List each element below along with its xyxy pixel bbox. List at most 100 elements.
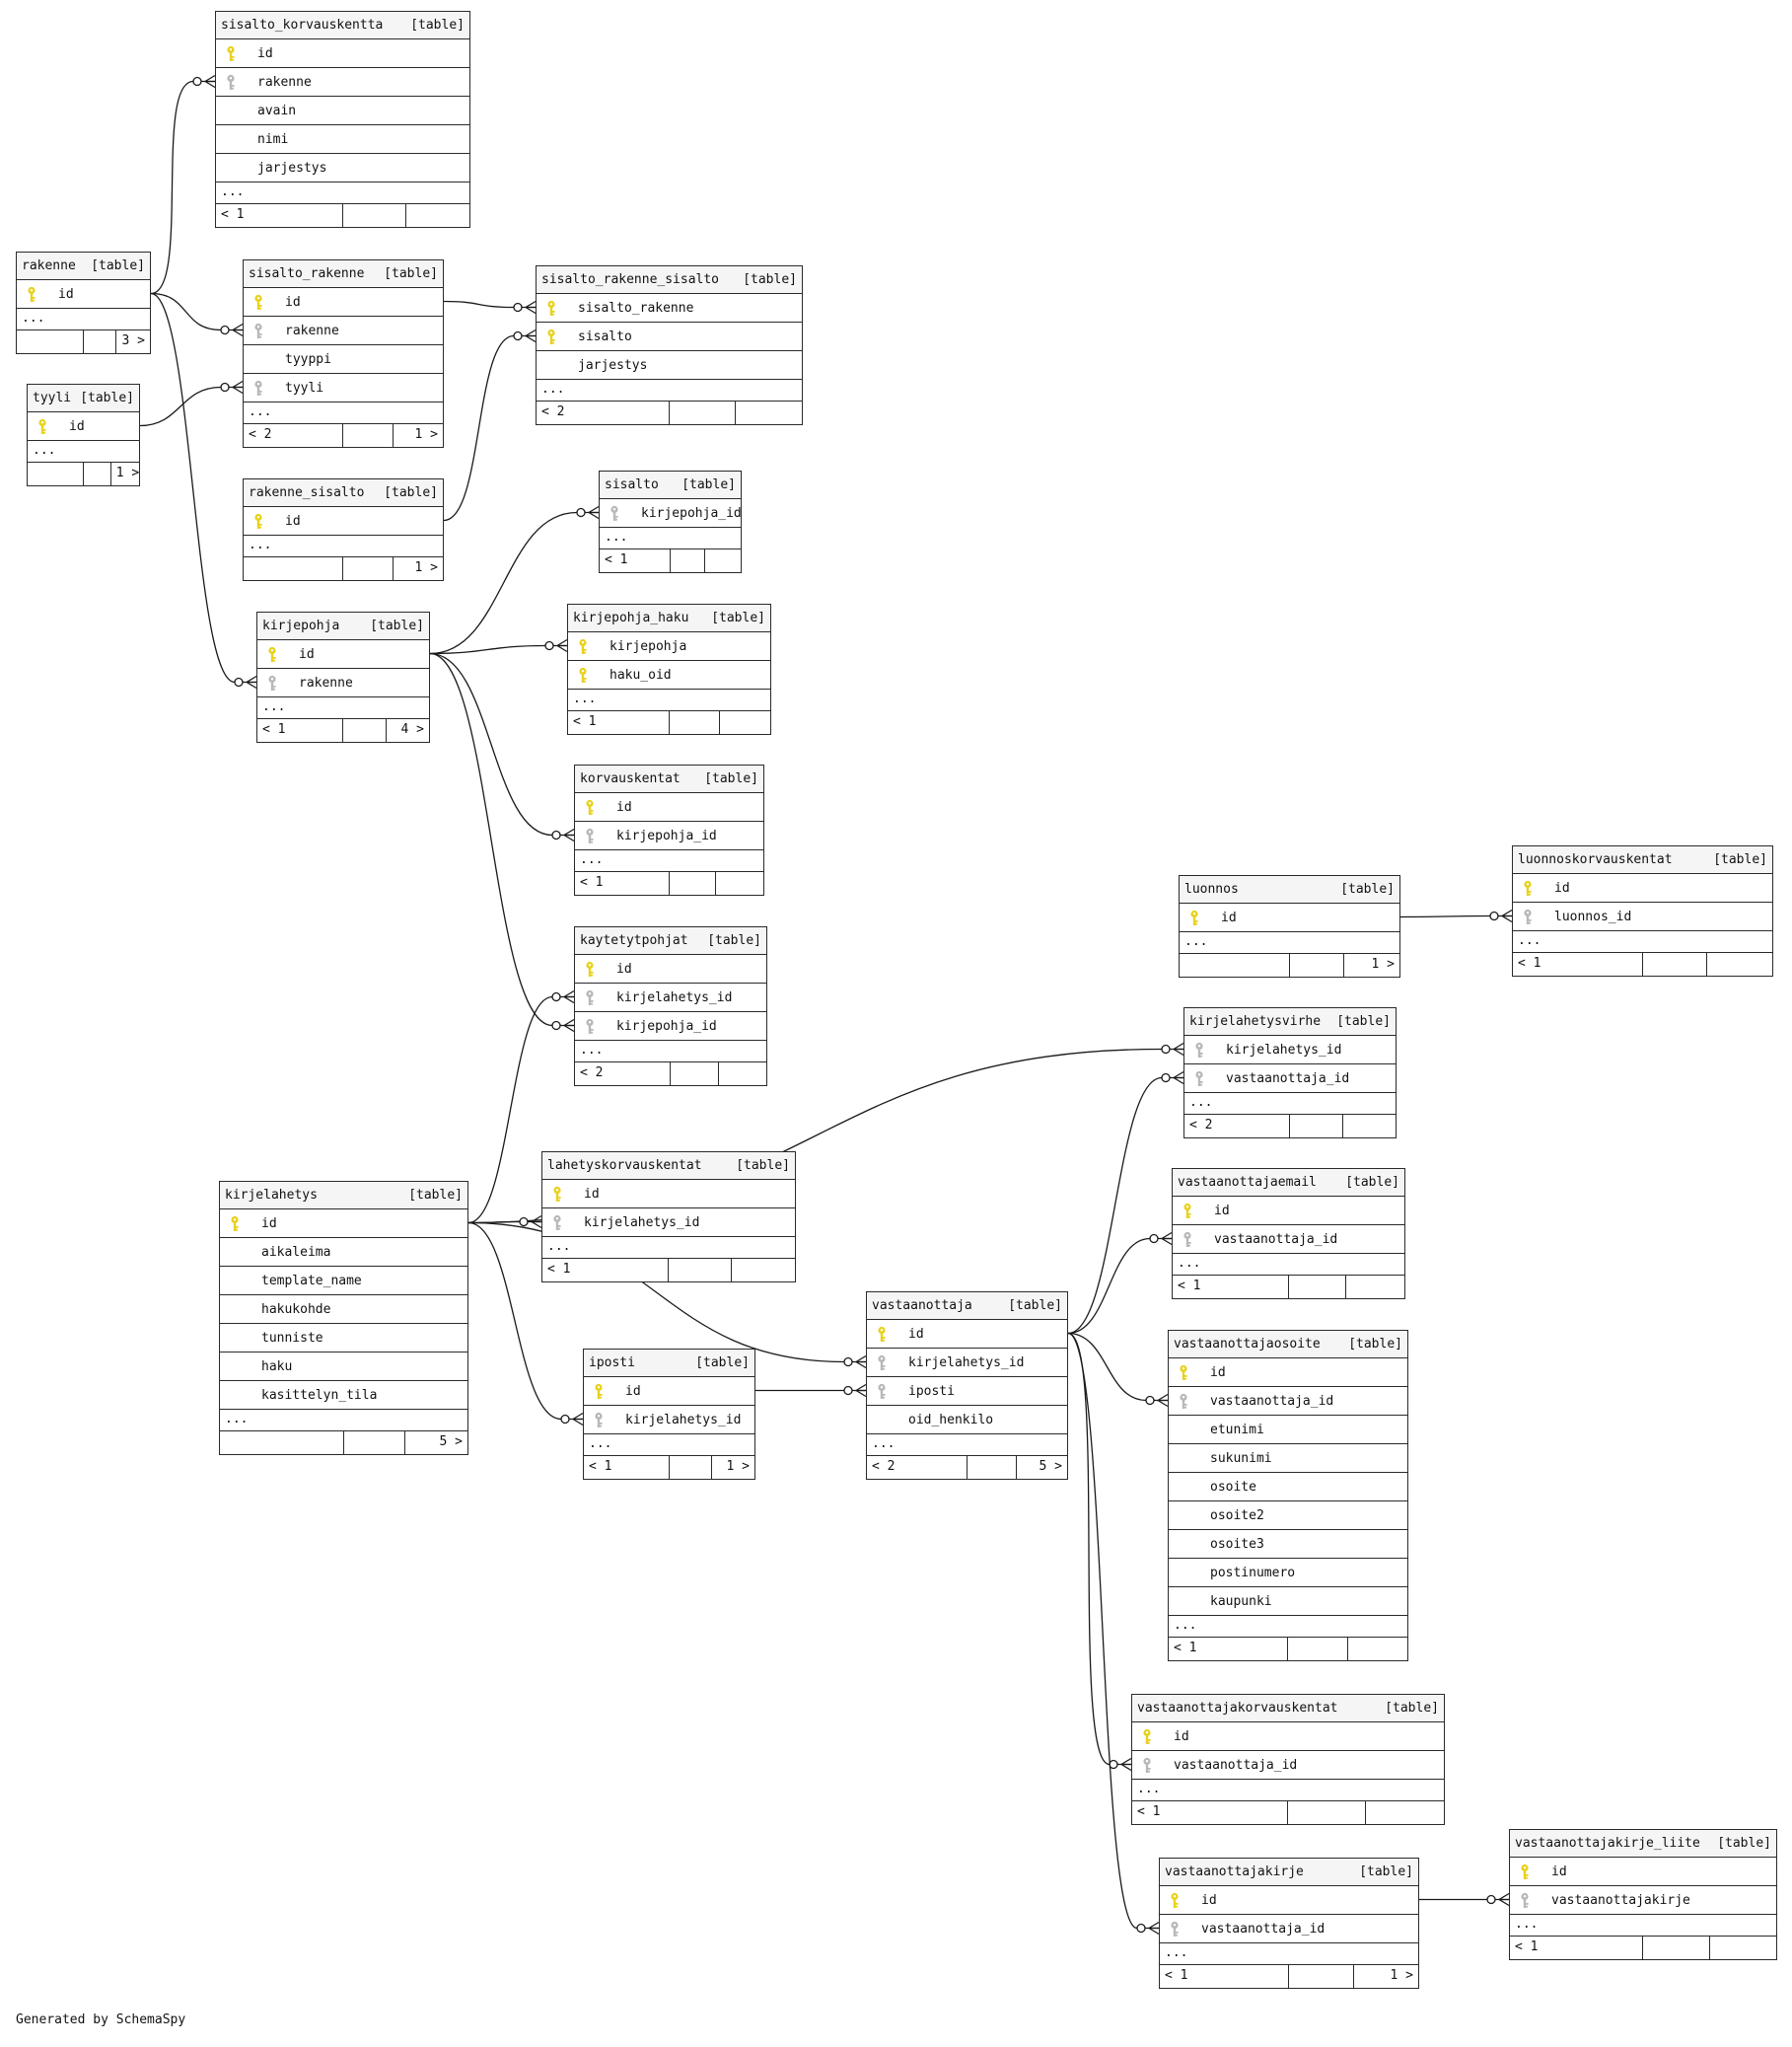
column-row[interactable]: avain	[216, 97, 469, 125]
column-row[interactable]: template_name	[220, 1267, 467, 1295]
column-row[interactable]: id	[17, 280, 150, 309]
column-row[interactable]: osoite3	[1169, 1530, 1407, 1559]
column-row[interactable]: nimi	[216, 125, 469, 154]
column-row[interactable]: sisalto	[537, 323, 802, 351]
column-row[interactable]: hakukohde	[220, 1295, 467, 1324]
table-rakenne-sisalto[interactable]: rakenne_sisalto[table]id...1 >	[243, 478, 444, 581]
column-row[interactable]: id	[1173, 1197, 1404, 1225]
table-sisalto[interactable]: sisalto[table]kirjepohja_id...< 1	[599, 471, 742, 573]
column-row[interactable]: kirjelahetys_id	[575, 984, 766, 1012]
column-row[interactable]: vastaanottaja_id	[1169, 1387, 1407, 1416]
column-row[interactable]: kirjepohja	[568, 632, 770, 661]
column-row[interactable]: kirjelahetys_id	[1184, 1036, 1396, 1064]
column-row[interactable]: rakenne	[216, 68, 469, 97]
primary-key-icon	[878, 1326, 886, 1342]
column-row[interactable]: kirjelahetys_id	[542, 1208, 795, 1237]
column-row[interactable]: tunniste	[220, 1324, 467, 1352]
table-header: kirjepohja_haku[table]	[568, 605, 770, 632]
column-row[interactable]: id	[220, 1209, 467, 1238]
column-row[interactable]: sukunimi	[1169, 1444, 1407, 1473]
table-kind-label: [table]	[1008, 1298, 1062, 1313]
column-row[interactable]: rakenne	[244, 317, 443, 345]
column-row[interactable]: kirjelahetys_id	[867, 1349, 1067, 1377]
column-row[interactable]: postinumero	[1169, 1559, 1407, 1587]
column-row[interactable]: kirjelahetys_id	[584, 1406, 754, 1434]
table-tyyli[interactable]: tyyli[table]id...1 >	[27, 384, 140, 486]
column-row[interactable]: luonnos_id	[1513, 903, 1772, 931]
table-header: sisalto_rakenne[table]	[244, 260, 443, 288]
table-sisalto-rakenne-sisalto[interactable]: sisalto_rakenne_sisalto[table]sisalto_ra…	[536, 265, 803, 425]
column-row[interactable]: id	[575, 793, 763, 822]
column-row[interactable]: id	[1513, 874, 1772, 903]
column-name: id	[1174, 1728, 1189, 1744]
column-row[interactable]: rakenne	[257, 669, 429, 697]
column-row[interactable]: haku	[220, 1352, 467, 1381]
column-row[interactable]: kirjepohja_id	[600, 499, 742, 528]
column-row[interactable]: id	[244, 507, 443, 536]
column-row[interactable]: kasittelyn_tila	[220, 1381, 467, 1410]
column-row[interactable]: id	[1132, 1722, 1444, 1751]
column-row[interactable]: vastaanottaja_id	[1173, 1225, 1404, 1254]
column-row[interactable]: vastaanottajakirje	[1510, 1886, 1776, 1915]
parent-count: < 2	[1184, 1115, 1290, 1137]
column-row[interactable]: id	[867, 1320, 1067, 1349]
column-name: osoite2	[1210, 1507, 1264, 1523]
column-row[interactable]: id	[216, 39, 469, 68]
crows-foot-marker	[204, 74, 216, 89]
column-row[interactable]: etunimi	[1169, 1416, 1407, 1444]
column-row[interactable]: id	[1160, 1886, 1418, 1915]
column-row[interactable]: id	[1510, 1858, 1776, 1886]
column-row[interactable]: id	[542, 1180, 795, 1208]
column-row[interactable]: kirjepohja_id	[575, 1012, 766, 1041]
column-row[interactable]: id	[1169, 1358, 1407, 1387]
column-row[interactable]: jarjestys	[216, 154, 469, 183]
column-row[interactable]: jarjestys	[537, 351, 802, 380]
table-name: vastaanottajaemail	[1178, 1175, 1317, 1190]
column-row[interactable]: id	[584, 1377, 754, 1406]
table-name: kirjelahetys	[225, 1188, 318, 1203]
column-row[interactable]: haku_oid	[568, 661, 770, 690]
column-row[interactable]: id	[257, 640, 429, 669]
column-row[interactable]: osoite2	[1169, 1501, 1407, 1530]
column-row[interactable]: id	[244, 288, 443, 317]
column-row[interactable]: aikaleima	[220, 1238, 467, 1267]
column-row[interactable]: tyyli	[244, 374, 443, 402]
column-row[interactable]: tyyppi	[244, 345, 443, 374]
column-row[interactable]: vastaanottaja_id	[1184, 1064, 1396, 1093]
child-count: 1 >	[414, 560, 438, 575]
column-row[interactable]: vastaanottaja_id	[1160, 1915, 1418, 1943]
column-row[interactable]: osoite	[1169, 1473, 1407, 1501]
column-row[interactable]: vastaanottaja_id	[1132, 1751, 1444, 1780]
column-row[interactable]: sisalto_rakenne	[537, 294, 802, 323]
more-columns-indicator: ...	[216, 183, 469, 204]
column-row[interactable]: id	[28, 412, 139, 441]
child-count: 1 >	[1371, 957, 1395, 972]
column-row[interactable]: oid_henkilo	[867, 1406, 1067, 1434]
column-row[interactable]: kirjepohja_id	[575, 822, 763, 850]
column-row[interactable]: iposti	[867, 1377, 1067, 1406]
column-row[interactable]: id	[1180, 904, 1399, 932]
table-luonnos[interactable]: luonnos[table]id...1 >	[1179, 875, 1400, 978]
table-rakenne[interactable]: rakenne[table]id...3 >	[16, 252, 151, 354]
column-row[interactable]: kaupunki	[1169, 1587, 1407, 1616]
optional-marker	[1149, 1233, 1159, 1244]
column-name: rakenne	[285, 323, 339, 338]
column-row[interactable]: id	[575, 955, 766, 984]
